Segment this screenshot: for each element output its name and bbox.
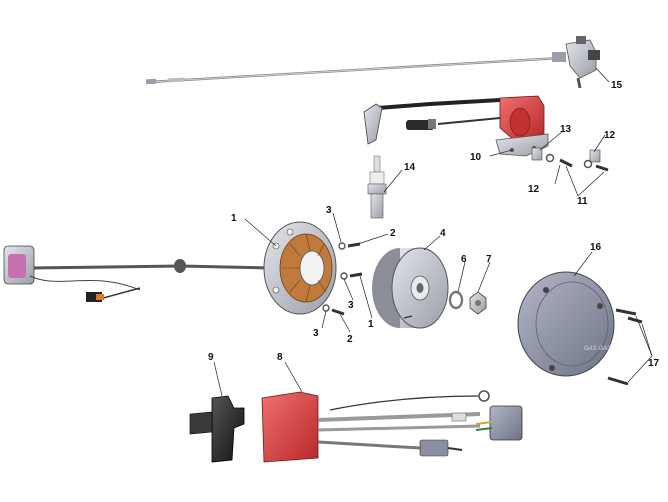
callout-12-lower: 12 (528, 184, 540, 195)
part-9-rubber-mount (189, 395, 245, 463)
callout-15: 15 (611, 80, 623, 91)
cover-brand-mark: GAS GAS (584, 346, 611, 352)
callout-7: 7 (486, 254, 492, 265)
part-14-spark-plug (367, 155, 387, 219)
callout-13: 13 (560, 124, 572, 135)
callout-11: 11 (577, 196, 588, 207)
parts-6-7-washer-nut (448, 290, 487, 315)
part-16-ignition-cover: GAS GAS (517, 271, 615, 377)
part-1-stator (263, 221, 337, 315)
part-4-flywheel (372, 247, 449, 329)
callout-9: 9 (208, 352, 214, 363)
part-15-switch-cable (145, 36, 600, 89)
part-17-cover-bolts (607, 308, 643, 386)
callout-16: 16 (590, 242, 602, 253)
callout-2-upper: 2 (390, 228, 396, 239)
callout-1-upper: 1 (231, 213, 237, 224)
callout-1-lower: 1 (368, 319, 374, 330)
callout-17: 17 (648, 358, 660, 369)
callout-3-lower: 3 (313, 328, 319, 339)
leader-lines (213, 67, 653, 397)
callout-4: 4 (440, 228, 446, 239)
part-10-ignition-coil (363, 95, 549, 157)
left-harness-connector (3, 245, 271, 302)
callout-12-upper: 12 (604, 130, 616, 141)
part-8-cdi-unit (261, 390, 523, 463)
callout-6: 6 (461, 254, 467, 265)
callout-numbers: 15 10 13 12 12 11 14 1 3 2 4 6 7 3 1 3 2… (208, 80, 660, 369)
callout-14: 14 (404, 162, 416, 173)
callout-8: 8 (277, 352, 283, 363)
callout-3-upper: 3 (326, 205, 332, 216)
callout-2-lower: 2 (347, 334, 353, 345)
callout-3-middle: 3 (348, 300, 354, 311)
parts-11-12-13-coil-hardware (531, 147, 609, 172)
callout-10: 10 (470, 152, 482, 163)
